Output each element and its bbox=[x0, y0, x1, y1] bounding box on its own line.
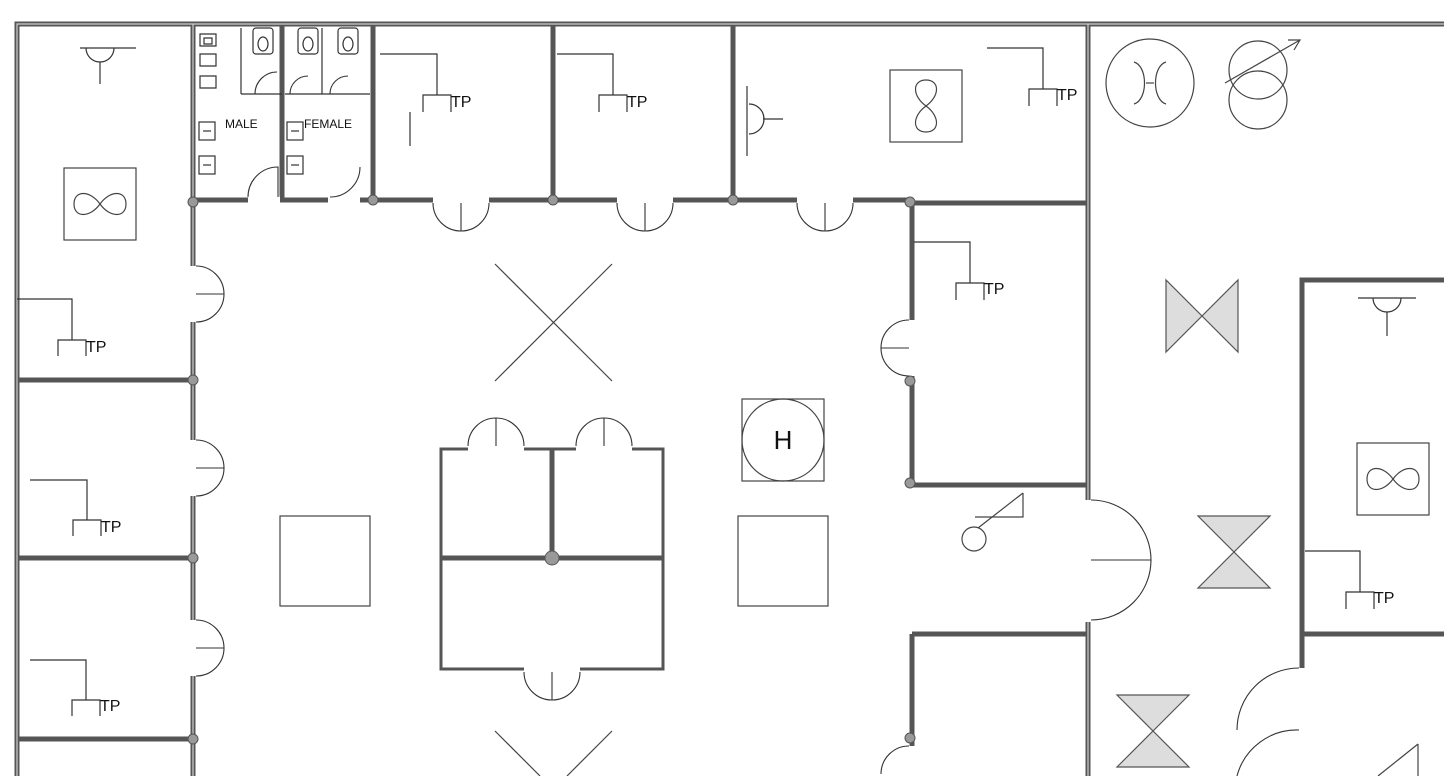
walls bbox=[14, 21, 1444, 776]
water-closet-icon bbox=[337, 27, 359, 55]
hose-reel-label: H bbox=[774, 425, 793, 455]
split-ac-icon bbox=[63, 167, 137, 241]
double-door-icon bbox=[523, 671, 581, 701]
wall-lights bbox=[80, 47, 1416, 336]
telephone-point-icon: TP bbox=[30, 659, 120, 716]
hose-reel-icon: H bbox=[741, 398, 825, 482]
split-ac-icon bbox=[1356, 442, 1430, 516]
circuit-breaker-icon bbox=[1165, 278, 1239, 354]
water-closet-icon bbox=[252, 27, 274, 55]
telephone-point-icon: TP bbox=[380, 53, 471, 112]
urinal-icon bbox=[199, 33, 217, 89]
circuit-breakers bbox=[1115, 278, 1272, 768]
split-ac-units bbox=[63, 69, 1430, 516]
double-door-icon bbox=[880, 319, 910, 377]
ceiling-fan-icon bbox=[494, 263, 613, 382]
telephone-point-icon: TP bbox=[557, 53, 647, 112]
double-door-icon bbox=[195, 439, 225, 497]
toilets: MALE FEMALE bbox=[198, 27, 370, 175]
double-door-icon bbox=[195, 265, 225, 323]
ceiling-fans bbox=[494, 263, 613, 776]
svg-text:TP: TP bbox=[627, 94, 647, 111]
telephone-point-icon: TP bbox=[1305, 550, 1394, 609]
doors bbox=[195, 71, 1300, 776]
exhaust-fan-icon bbox=[889, 69, 963, 143]
svg-text:TP: TP bbox=[984, 281, 1004, 298]
light-fitting-icon bbox=[279, 515, 371, 607]
double-door-icon bbox=[467, 417, 525, 447]
double-door-icon bbox=[195, 619, 225, 677]
telephone-point-icon: TP bbox=[914, 241, 1004, 300]
variable-transformer-icon bbox=[1224, 39, 1302, 130]
entrance-door-icon bbox=[1090, 499, 1152, 621]
svg-text:TP: TP bbox=[1374, 590, 1394, 607]
circuit-breaker-icon bbox=[1115, 694, 1191, 768]
wall-light-icon bbox=[1358, 297, 1416, 336]
double-door-icon bbox=[432, 202, 490, 232]
circuit-breaker-icon bbox=[1196, 515, 1272, 589]
door-openings bbox=[189, 196, 1306, 776]
double-door-icon bbox=[796, 202, 854, 232]
telephone-point-icon: TP bbox=[17, 298, 106, 356]
svg-text:TP: TP bbox=[100, 698, 120, 715]
male-toilet-label: MALE bbox=[225, 117, 258, 131]
telephone-point-icon: TP bbox=[30, 479, 121, 536]
switch-icon bbox=[1377, 743, 1419, 776]
columns bbox=[187, 194, 916, 745]
svg-text:TP: TP bbox=[101, 519, 121, 536]
ceiling-fan-icon bbox=[494, 730, 613, 776]
wall-light-icon bbox=[746, 86, 783, 156]
water-closet-icon bbox=[297, 27, 319, 55]
light-fitting-icon bbox=[737, 515, 829, 607]
svg-text:TP: TP bbox=[86, 339, 106, 356]
double-door-icon bbox=[575, 417, 633, 447]
wash-basin-icon bbox=[198, 121, 304, 175]
svg-text:TP: TP bbox=[1057, 87, 1077, 104]
double-door-icon bbox=[616, 202, 674, 232]
telephone-points: TP TP TP TP TP TP TP bbox=[17, 47, 1394, 716]
wall-light-icon bbox=[80, 47, 136, 84]
switch-icon bbox=[961, 492, 1024, 552]
transformer-icon bbox=[1105, 38, 1195, 128]
light-fittings bbox=[279, 515, 829, 607]
telephone-point-icon: TP bbox=[987, 47, 1077, 106]
svg-text:TP: TP bbox=[451, 94, 471, 111]
female-toilet-label: FEMALE bbox=[304, 117, 352, 131]
